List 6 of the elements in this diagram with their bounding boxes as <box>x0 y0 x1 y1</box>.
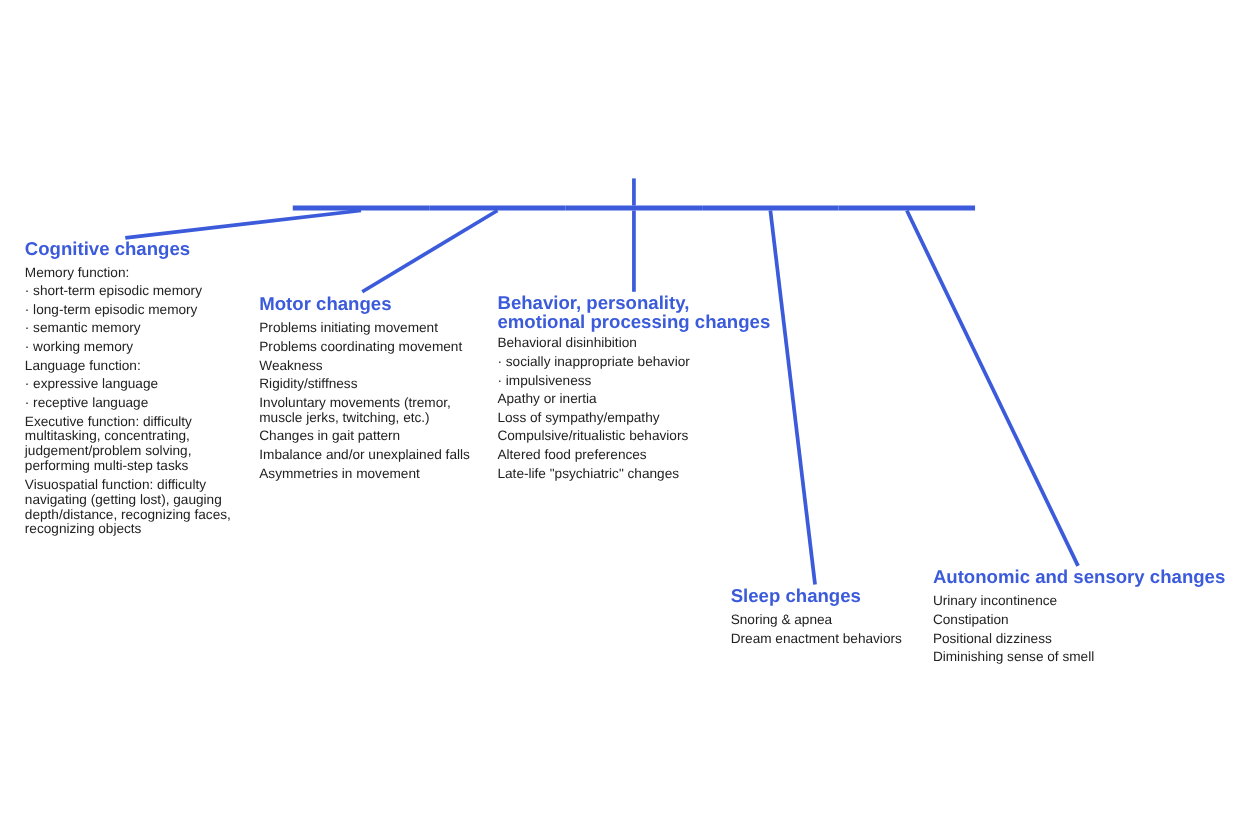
connector <box>632 178 636 206</box>
connector <box>361 208 499 294</box>
connector <box>125 208 362 240</box>
connector <box>632 210 636 292</box>
connector <box>768 210 817 585</box>
connector <box>905 209 1080 567</box>
